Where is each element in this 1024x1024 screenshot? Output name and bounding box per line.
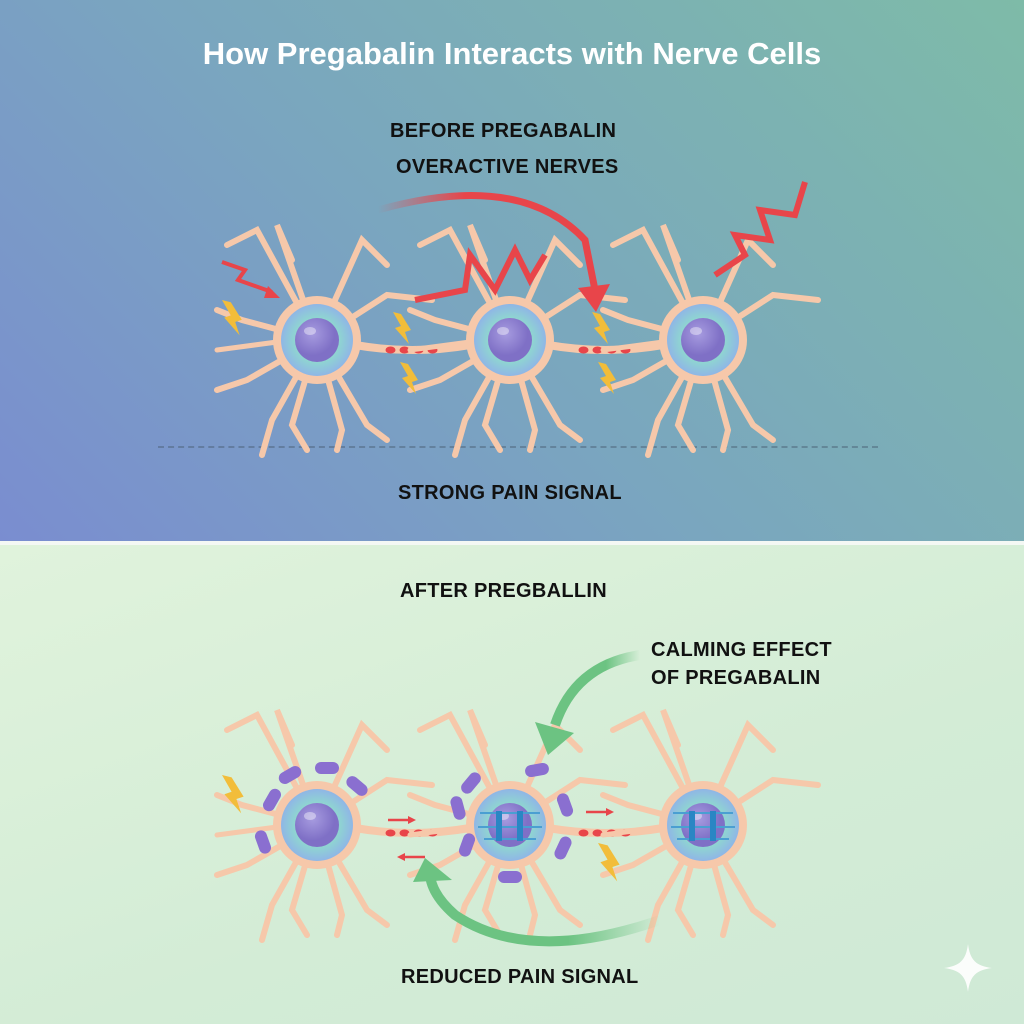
- lightning-bolt-icon: [393, 312, 411, 344]
- nucleus: [488, 803, 532, 847]
- pregabalin-molecule: [254, 830, 272, 854]
- nucleus-highlight: [690, 327, 702, 335]
- neurotransmitter: [578, 346, 589, 354]
- pain-zigzag: [713, 181, 808, 278]
- dendrite: [407, 339, 473, 353]
- neuron: [214, 223, 435, 458]
- strong-pain-caption: STRONG PAIN SIGNAL: [398, 482, 622, 504]
- dendrite: [600, 339, 666, 353]
- page-title: How Pregabalin Interacts with Nerve Cell…: [202, 36, 822, 71]
- before-panel: [0, 0, 1024, 541]
- green-curved-arrow: [550, 650, 641, 727]
- neuron: [600, 223, 821, 458]
- pregabalin-molecule: [450, 796, 466, 820]
- pregabalin-molecule: [498, 871, 522, 883]
- pregabalin-molecule: [315, 762, 339, 774]
- dendrite: [600, 824, 666, 838]
- dendrite: [214, 824, 280, 838]
- calming-callout-line1: CALMING EFFECT: [651, 639, 832, 661]
- lightning-bolt-icon: [222, 775, 244, 814]
- pregabalin-molecule: [554, 836, 572, 860]
- pregabalin-molecule: [525, 762, 549, 778]
- neuron: [214, 708, 435, 943]
- red-arrowhead-icon: [264, 286, 280, 298]
- lightning-bolt-icon: [222, 300, 242, 336]
- before-heading: BEFORE PREGABALIN: [390, 120, 617, 142]
- after-heading: AFTER PREGBALLIN: [400, 580, 608, 602]
- neurotransmitter: [578, 829, 589, 837]
- neurotransmitter: [592, 829, 603, 837]
- nucleus-highlight: [497, 327, 509, 335]
- pregabalin-molecule: [458, 833, 476, 857]
- neurotransmitter: [385, 829, 396, 837]
- channel-bar: [496, 811, 502, 841]
- pain-zigzag: [221, 260, 273, 294]
- neurotransmitter: [399, 346, 410, 354]
- neurotransmitter: [385, 346, 396, 354]
- reduced-pain-caption: REDUCED PAIN SIGNAL: [401, 966, 639, 988]
- nucleus: [295, 803, 339, 847]
- pregabalin-molecule: [461, 772, 481, 794]
- nucleus-highlight: [304, 327, 316, 335]
- red-arrowhead-icon: [578, 284, 610, 312]
- green-curved-arrow: [425, 874, 662, 947]
- pain-zigzag: [414, 243, 548, 303]
- neurotransmitter: [592, 346, 603, 354]
- red-arrowhead-icon: [408, 816, 416, 824]
- channel-bar: [689, 811, 695, 841]
- sparkle-icon: [944, 944, 992, 992]
- dashed-separator: [158, 446, 878, 448]
- pregabalin-molecule: [278, 766, 302, 784]
- neuron: [407, 223, 628, 458]
- red-curved-arrow: [377, 191, 599, 291]
- neurotransmitter: [399, 829, 410, 837]
- lightning-bolt-icon: [400, 362, 418, 394]
- pregabalin-molecule: [556, 793, 574, 817]
- dendrite: [214, 339, 280, 353]
- nucleus: [681, 803, 725, 847]
- calcium-channel: [478, 811, 542, 841]
- before-subheading: OVERACTIVE NERVES: [396, 156, 619, 178]
- pregabalin-molecule: [263, 788, 281, 812]
- channel-bar: [517, 811, 523, 841]
- nucleus: [488, 318, 532, 362]
- lightning-bolt-icon: [592, 312, 610, 344]
- nucleus-highlight: [304, 812, 316, 820]
- red-arrowhead-icon: [397, 853, 405, 861]
- neuron: [600, 708, 821, 943]
- calming-callout-line2: OF PREGABALIN: [651, 667, 821, 689]
- lightning-bolt-icon: [598, 362, 616, 394]
- channel-bar: [710, 811, 716, 841]
- calcium-channel: [671, 811, 735, 841]
- lightning-bolt-icon: [598, 843, 620, 882]
- green-arrowhead-icon: [535, 722, 574, 755]
- nucleus: [295, 318, 339, 362]
- nucleus: [681, 318, 725, 362]
- pregabalin-molecule: [346, 776, 368, 796]
- green-arrowhead-icon: [413, 858, 452, 882]
- panel-divider: [0, 541, 1024, 545]
- dendrite: [407, 824, 473, 838]
- red-arrowhead-icon: [606, 808, 614, 816]
